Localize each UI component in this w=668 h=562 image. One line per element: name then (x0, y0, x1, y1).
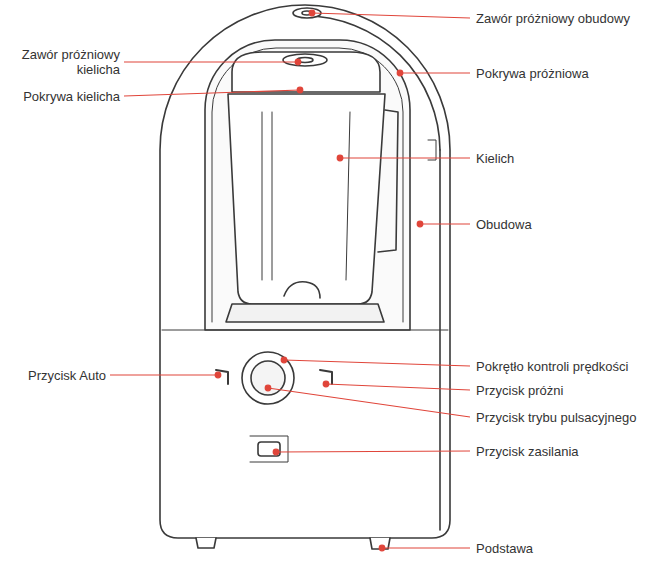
part-label: Pokrętło kontroli prędkości (476, 359, 661, 374)
window-inner (212, 48, 403, 322)
part-label: Pokrywa próżniowa (476, 66, 661, 81)
vent-slot (428, 140, 436, 160)
part-label: Obudowa (476, 217, 661, 232)
housing-outline (160, 5, 450, 538)
jar-lid (232, 52, 380, 92)
jar-seat (226, 304, 384, 322)
part-label: Kielich (476, 151, 661, 166)
blade-hub (284, 282, 320, 298)
speed-knob (242, 352, 294, 404)
part-label: Przycisk Auto (6, 368, 106, 383)
power-button (258, 442, 280, 456)
jar-rib (272, 112, 273, 280)
part-label: Przycisk zasilania (476, 444, 661, 459)
part-label: Zawór próżniowy obudowy (476, 11, 661, 26)
housing-edge (439, 150, 441, 530)
part-label: Zawór próżniowy kielicha (8, 47, 120, 77)
part-label: Przycisk trybu pulsacyjnego (476, 410, 661, 425)
foot (196, 538, 216, 548)
part-label: Podstawa (476, 541, 661, 556)
jar-rib (346, 112, 350, 280)
part-label: Przycisk próżni (476, 383, 661, 398)
jar-handle (378, 110, 398, 252)
jar-valve (283, 54, 327, 66)
power-recess (250, 436, 288, 462)
panel-line (162, 330, 448, 331)
jar-rib (262, 112, 263, 280)
part-label: Pokrywa kielicha (8, 89, 120, 104)
auto-button (216, 370, 228, 384)
jar-body (228, 94, 385, 304)
window-outline (205, 40, 410, 330)
